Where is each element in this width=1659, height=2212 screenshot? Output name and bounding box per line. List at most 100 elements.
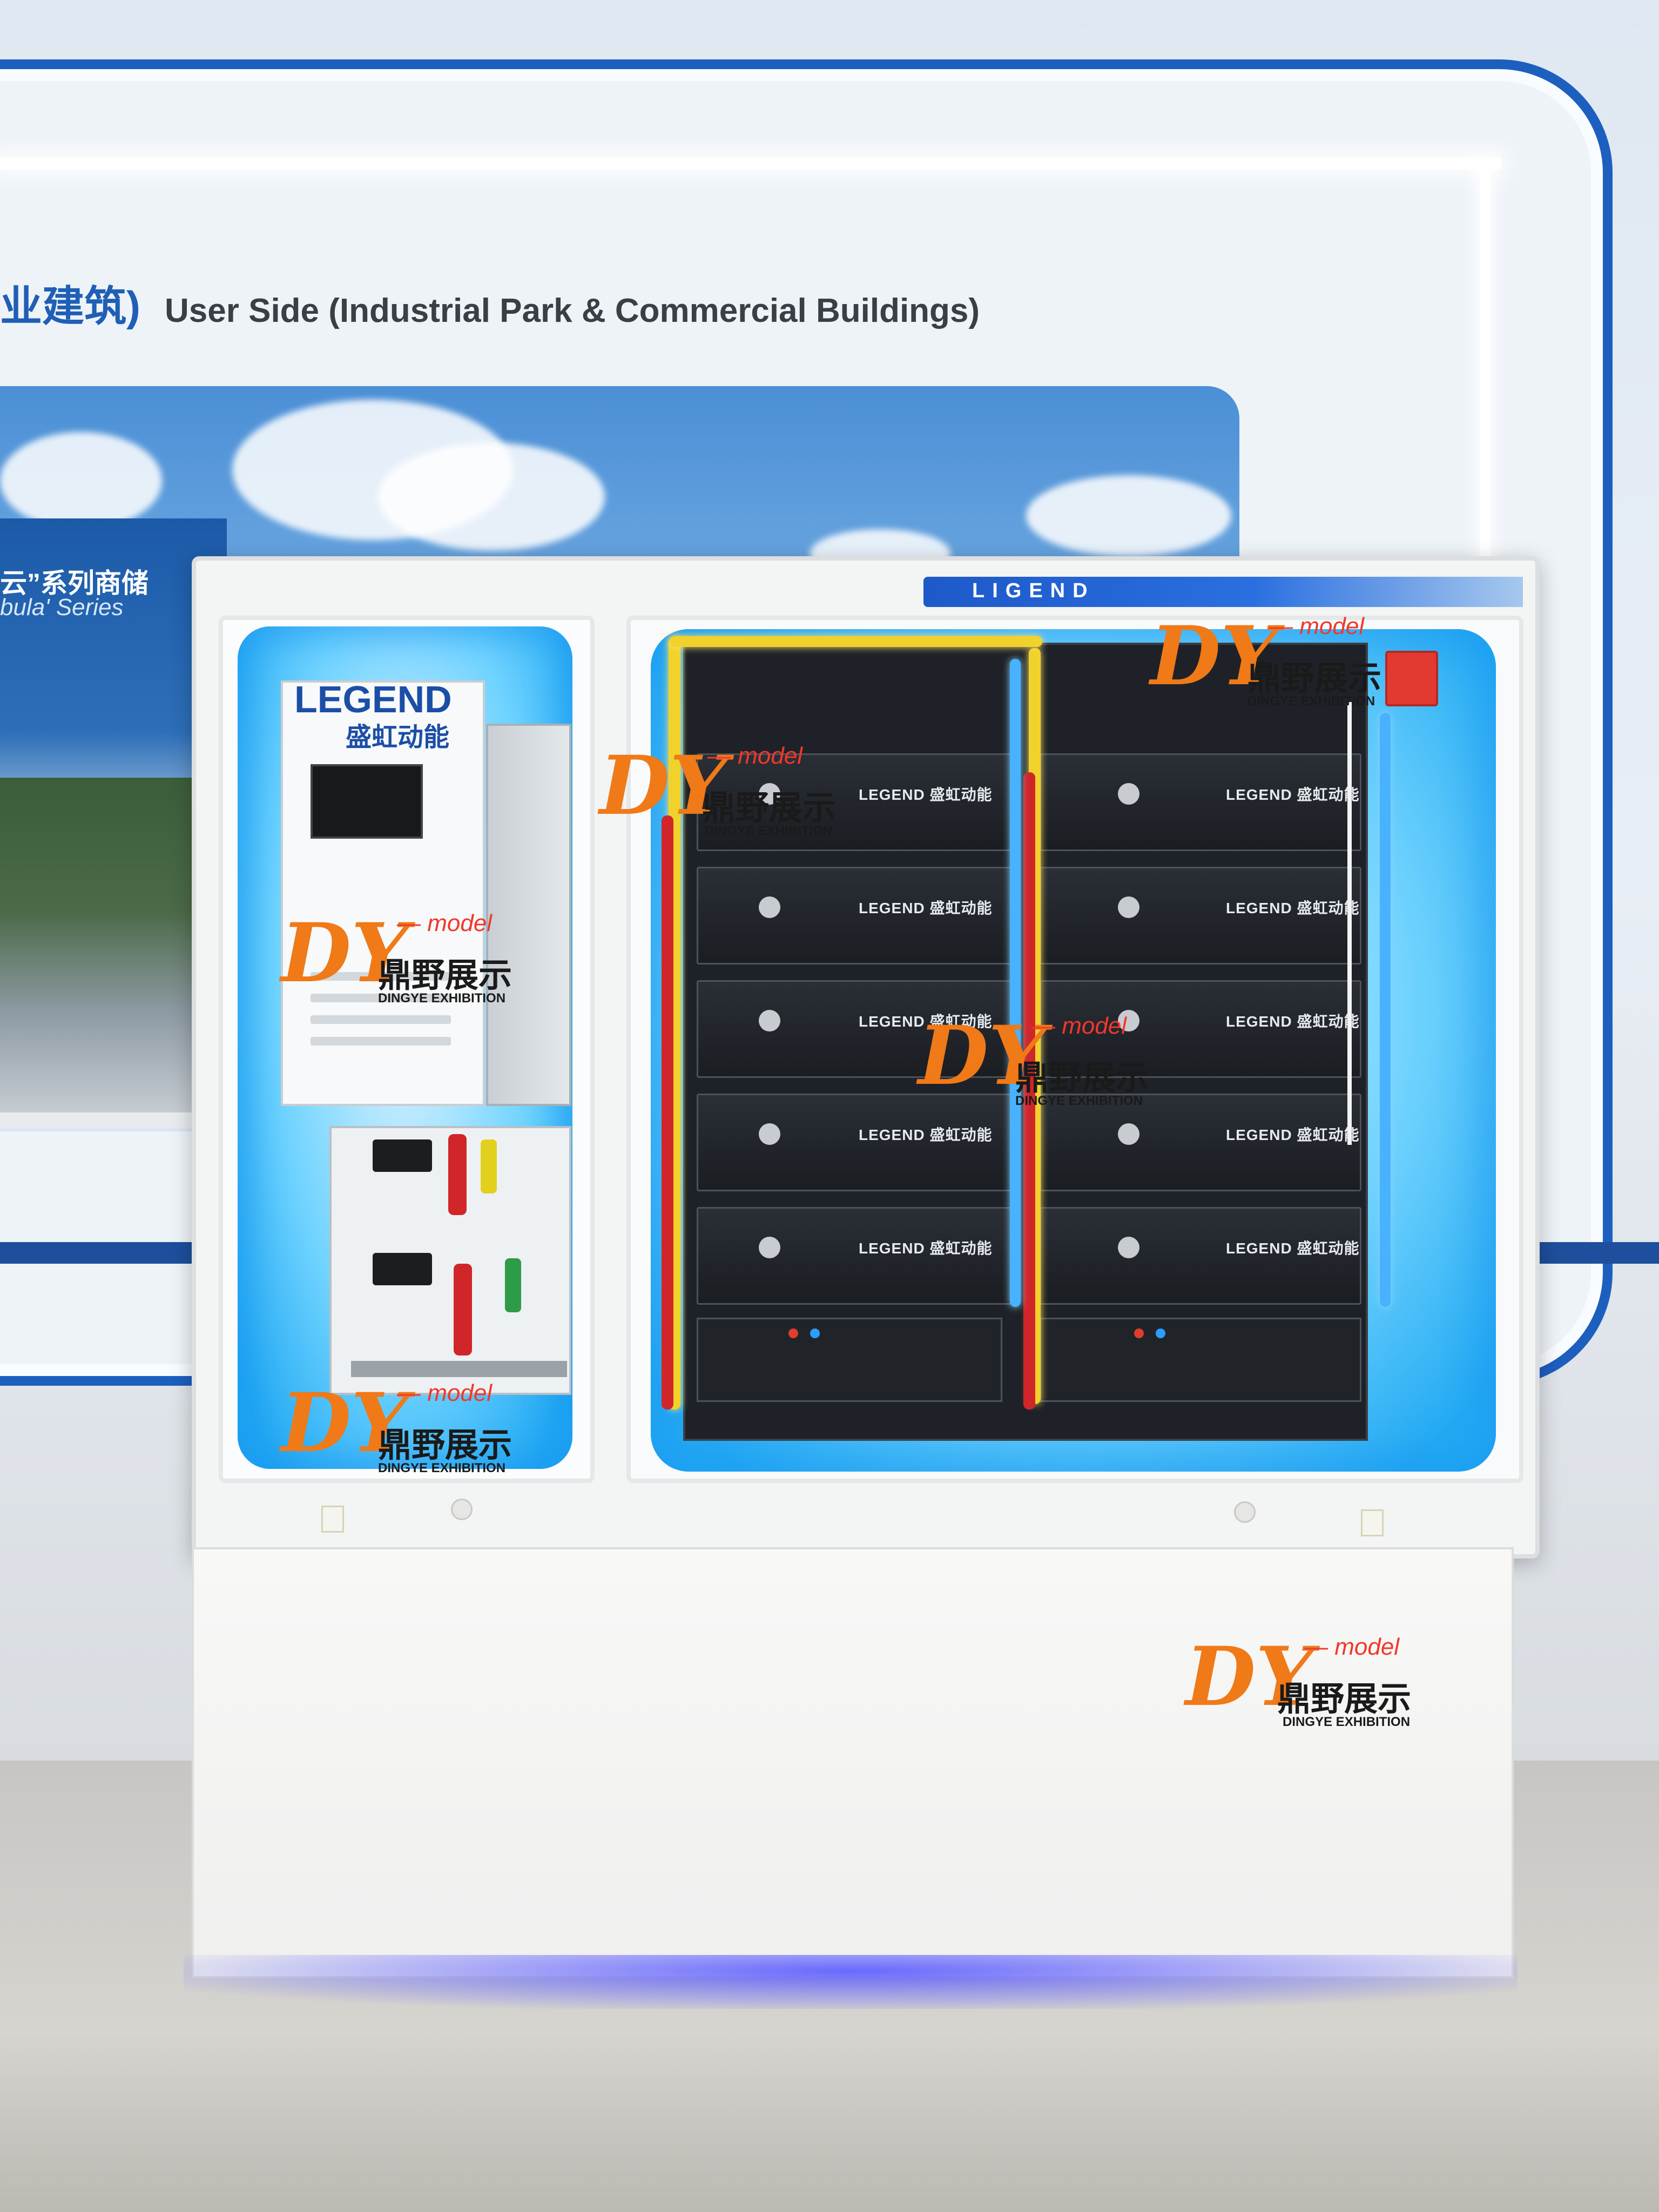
watermark: DY — model 鼎野展示 DINGYE EXHIBITION	[599, 738, 859, 853]
control-unit-panel	[281, 680, 485, 1106]
watermark: DY — model 鼎野展示 DINGYE EXHIBITION	[1185, 1629, 1445, 1744]
status-led	[1134, 1328, 1144, 1338]
bms-control-box	[1040, 1318, 1361, 1402]
battery-port	[1118, 1237, 1139, 1258]
alarm-light	[1385, 651, 1438, 706]
wall-heading-cn: 业建筑)	[0, 282, 140, 330]
battery-port	[759, 1237, 780, 1258]
inset-subtitle: bula' Series	[0, 594, 124, 621]
watermark-name-cn: 鼎野展示	[1277, 1681, 1412, 1718]
red-cable	[1023, 772, 1035, 1410]
battery-logo: LEGEND 盛虹动能	[1226, 786, 1360, 803]
yellow-terminal	[481, 1139, 497, 1193]
plinth-blue-glow	[184, 1955, 1518, 2009]
battery-port	[1118, 896, 1139, 918]
battery-logo: LEGEND 盛虹动能	[859, 1240, 993, 1257]
plinth-knob	[451, 1499, 473, 1520]
inset-title: 云”系列商储	[0, 568, 149, 598]
watermark-model-text: — model	[1269, 613, 1365, 639]
watermark-model-text: — model	[397, 1380, 493, 1406]
green-terminal	[505, 1258, 521, 1312]
status-led	[810, 1328, 820, 1338]
battery-port	[759, 783, 780, 805]
watermark-model-text: — model	[707, 743, 803, 769]
wall-heading-en: User Side (Industrial Park & Commercial …	[165, 292, 980, 329]
watermark-name-en: DINGYE EXHIBITION	[1283, 1715, 1411, 1729]
watermark-name-en: DINGYE EXHIBITION	[1247, 694, 1375, 709]
watermark-model-text: — model	[1031, 1013, 1127, 1039]
battery-logo: LEGEND 盛虹动能	[859, 900, 993, 916]
white-cable	[1347, 702, 1352, 1145]
battery-logo: LEGEND 盛虹动能	[1226, 900, 1360, 916]
watermark-name-en: DINGYE EXHIBITION	[378, 1461, 506, 1475]
watermark-name-cn: 鼎野展示	[1247, 660, 1382, 697]
watermark-name-en: DINGYE EXHIBITION	[705, 824, 833, 838]
watermark: DY — model 鼎野展示 DINGYE EXHIBITION	[918, 1008, 1177, 1123]
battery-port	[1118, 783, 1139, 805]
blue-cable	[1380, 713, 1391, 1307]
watermark-mark: DY	[918, 1008, 1047, 1103]
battery-logo: LEGEND 盛虹动能	[1226, 1240, 1360, 1257]
breaker-switch	[373, 1139, 432, 1172]
wall-light-strip	[0, 158, 1501, 170]
battery-module	[697, 1207, 1019, 1305]
watermark-mark: DY	[1185, 1629, 1314, 1724]
watermark-name-cn: 鼎野展示	[378, 957, 512, 994]
control-logo-cn: 盛虹动能	[346, 723, 450, 752]
watermark-name-cn: 鼎野展示	[378, 1427, 512, 1464]
warning-label-icon	[321, 1506, 344, 1533]
watermark: DY — model 鼎野展示 DINGYE EXHIBITION	[281, 1380, 540, 1491]
battery-module	[697, 753, 1019, 851]
battery-port	[1118, 1123, 1139, 1145]
watermark-mark: DY	[599, 738, 728, 833]
yellow-cable	[670, 636, 1042, 647]
red-cable	[448, 1134, 467, 1215]
terminal-rail	[351, 1361, 567, 1377]
battery-port	[759, 896, 780, 918]
battery-module	[1040, 753, 1361, 851]
cloud-shape	[0, 432, 162, 529]
warning-label-icon	[1361, 1509, 1384, 1536]
battery-module	[1040, 1207, 1361, 1305]
battery-logo: LEGEND 盛虹动能	[859, 1013, 993, 1030]
watermark-model-text: — model	[397, 910, 493, 936]
control-display-screen	[311, 764, 423, 839]
cloud-shape	[378, 443, 605, 551]
battery-port	[759, 1010, 780, 1031]
battery-logo: LEGEND 盛虹动能	[859, 786, 993, 803]
battery-port	[759, 1123, 780, 1145]
watermark-name-en: DINGYE EXHIBITION	[1015, 1094, 1143, 1108]
battery-logo: LEGEND 盛虹动能	[1226, 1013, 1360, 1030]
battery-module	[697, 980, 1019, 1078]
blue-cable	[1010, 659, 1021, 1307]
battery-logo: LEGEND 盛虹动能	[1226, 1127, 1360, 1143]
watermark-mark: DY	[1150, 609, 1279, 704]
battery-module	[697, 867, 1019, 965]
vent-slot	[311, 972, 451, 981]
display-plinth	[192, 1547, 1514, 1978]
plinth-knob	[1234, 1501, 1256, 1523]
watermark-name-en: DINGYE EXHIBITION	[378, 991, 506, 1006]
vent-slot	[311, 994, 451, 1002]
cabinet-brand-label: LIGEND	[972, 579, 1095, 602]
watermark-model-text: — model	[1304, 1634, 1400, 1660]
battery-module	[1040, 867, 1361, 965]
status-led	[1156, 1328, 1165, 1338]
watermark: DY — model 鼎野展示 DINGYE EXHIBITION	[281, 910, 540, 1021]
inverter-unit	[486, 724, 571, 1106]
red-cable	[662, 815, 673, 1410]
red-cable	[454, 1264, 472, 1355]
battery-port	[1118, 1010, 1139, 1031]
vent-slot	[311, 1037, 451, 1046]
watermark: DY — model 鼎野展示 DINGYE EXHIBITION	[1150, 609, 1410, 724]
battery-logo: LEGEND 盛虹动能	[859, 1127, 993, 1143]
control-logo-en: LEGEND	[294, 678, 452, 720]
battery-module	[697, 1094, 1019, 1191]
cabinet-brand-strip	[923, 577, 1523, 607]
inset-photo	[0, 778, 227, 1112]
battery-module	[1040, 980, 1361, 1078]
bms-control-box	[697, 1318, 1002, 1402]
battery-module	[1040, 1094, 1361, 1191]
status-led	[788, 1328, 798, 1338]
cloud-shape	[1026, 475, 1231, 556]
